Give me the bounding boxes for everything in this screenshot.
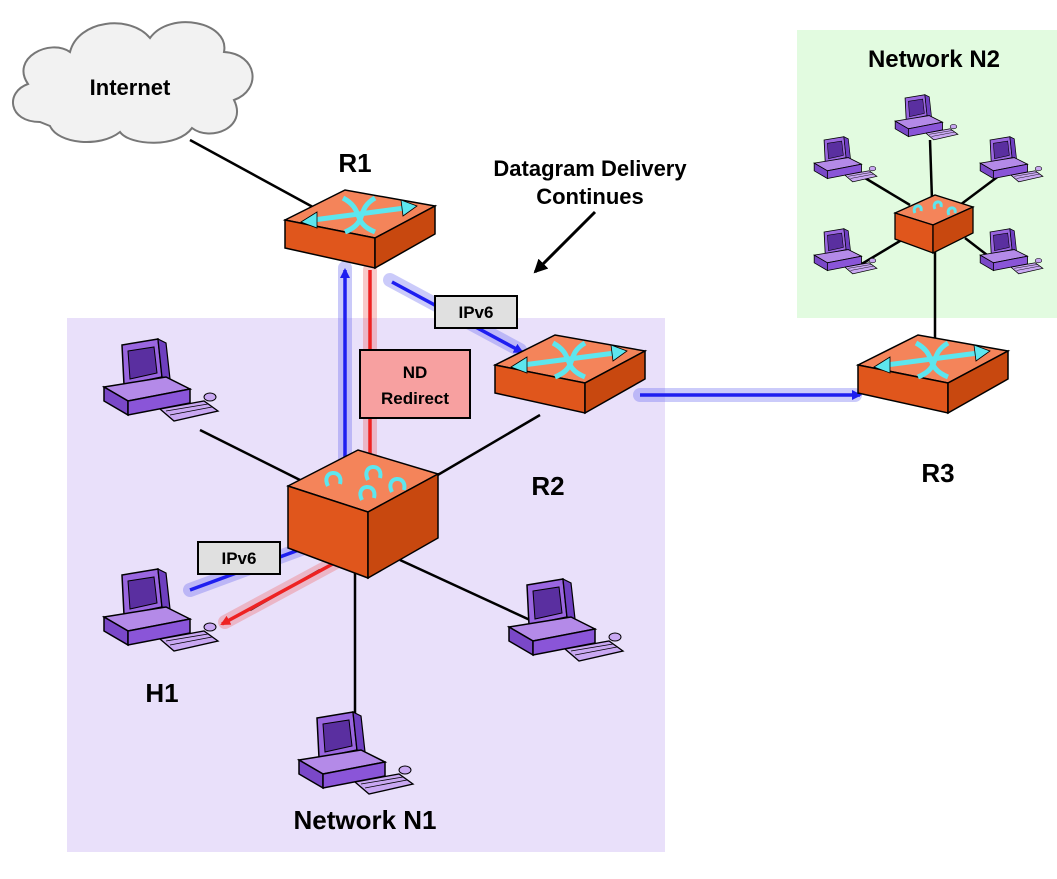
r1-label: R1: [338, 148, 371, 178]
nd-redirect-box: ND Redirect: [359, 349, 471, 419]
switch-n2-icon: [893, 194, 975, 255]
annotation-arrow: [533, 210, 597, 274]
router-r3: [858, 335, 1008, 413]
svg-text:ND: ND: [403, 363, 428, 382]
annotation-line2: Continues: [536, 184, 644, 209]
router-r1: [285, 190, 435, 268]
h1-label: H1: [145, 678, 178, 708]
ipv6-packet-left: IPv6: [197, 541, 281, 575]
annotation-line1: Datagram Delivery: [493, 156, 687, 181]
r3-label: R3: [921, 458, 954, 488]
internet-label: Internet: [90, 75, 171, 100]
svg-text:IPv6: IPv6: [459, 303, 494, 322]
network-n1-label: Network N1: [293, 805, 436, 835]
redirect-arrow-switch-to-h1: [220, 558, 341, 626]
svg-text:IPv6: IPv6: [222, 549, 257, 568]
network-n2-label: Network N2: [868, 46, 1000, 73]
switch-icon: [286, 449, 440, 580]
svg-text:Redirect: Redirect: [381, 389, 449, 408]
ipv6-packet-top: IPv6: [434, 295, 518, 329]
cloud-icon: [12, 21, 254, 144]
r2-label: R2: [531, 471, 564, 501]
